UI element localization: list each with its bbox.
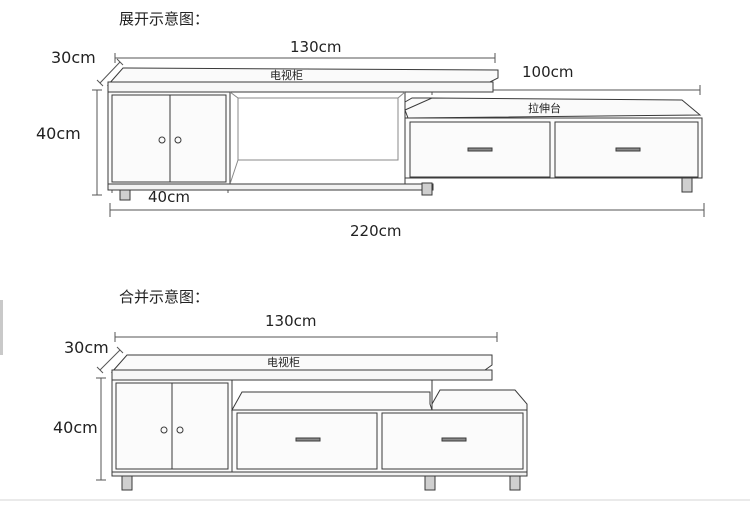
left-edge-mark — [0, 300, 3, 355]
expanded-main-cabinet — [106, 67, 499, 201]
expanded-left-door-knob — [158, 136, 166, 144]
expanded-extension-label: 拉伸台 — [528, 102, 561, 115]
merged-heading: 合并示意图： — [119, 288, 210, 306]
merged-cabinet-length-label: 130cm — [265, 312, 317, 330]
expanded-total-length-label: 220cm — [350, 222, 402, 240]
expanded-extension-length-label: 100cm — [522, 63, 574, 81]
merged-cabinet — [110, 354, 528, 491]
expanded-extension-unit — [404, 97, 703, 193]
expanded-foot-mid — [421, 182, 433, 196]
expanded-depth-dim-line — [99, 61, 121, 84]
expanded-cabinet-label: 电视柜 — [270, 69, 303, 82]
merged-drawer-handle-right — [441, 437, 467, 442]
expanded-heading: 展开示意图： — [119, 10, 210, 28]
expanded-right-door-knob — [174, 136, 182, 144]
expanded-cabinet-length-label: 130cm — [290, 38, 342, 56]
merged-right-door-knob — [176, 426, 184, 434]
expanded-height-label: 40cm — [36, 124, 81, 143]
expanded-drawer-handle-right — [615, 147, 641, 152]
merged-dimension-lines — [96, 332, 498, 481]
merged-drawer-handle-left — [295, 437, 321, 442]
merged-depth-dim-line — [99, 349, 121, 371]
expanded-drawer-handle-left — [467, 147, 493, 152]
merged-foot-right — [509, 475, 521, 491]
expanded-compartment-label: 40cm — [148, 188, 190, 206]
merged-height-label: 40cm — [53, 418, 98, 437]
merged-cabinet-label: 电视柜 — [267, 356, 300, 369]
expanded-foot-left — [119, 189, 131, 201]
merged-depth-label: 30cm — [64, 338, 109, 357]
expanded-foot-right — [681, 177, 693, 193]
merged-foot-left — [121, 475, 133, 491]
merged-left-door-knob — [160, 426, 168, 434]
expanded-depth-label: 30cm — [51, 48, 96, 67]
merged-foot-mid — [424, 475, 436, 491]
